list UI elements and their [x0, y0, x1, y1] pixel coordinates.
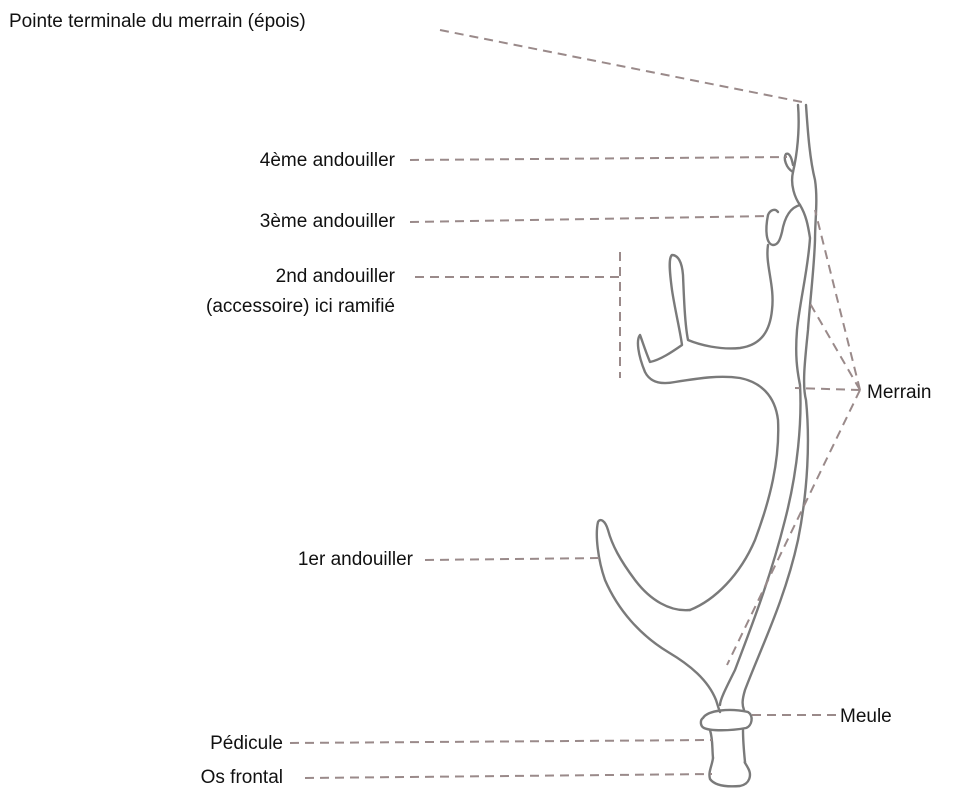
leader-merrain-1 — [815, 210, 860, 390]
leader-merrain-4 — [727, 390, 860, 665]
leader-andouiller4 — [410, 157, 787, 160]
label-pedicule: Pédicule — [120, 732, 283, 755]
antler-drawing — [597, 105, 816, 786]
label-andouiller1: 1er andouiller — [180, 548, 413, 571]
second-tine-junction — [638, 245, 778, 610]
third-tine — [766, 205, 800, 245]
leader-epois — [440, 30, 802, 102]
label-os-frontal: Os frontal — [120, 766, 283, 789]
first-tine — [597, 520, 720, 712]
pedicle — [710, 730, 745, 762]
leader-pedicule — [290, 740, 712, 743]
burr — [701, 710, 752, 730]
label-andouiller3: 3ème andouiller — [180, 210, 395, 233]
leader-andouiller3 — [410, 216, 770, 222]
leader-os-frontal — [305, 774, 712, 778]
leader-andouiller1 — [425, 558, 603, 560]
label-merrain: Merrain — [867, 381, 931, 404]
main-beam-outline — [720, 105, 810, 705]
label-andouiller4: 4ème andouiller — [180, 149, 395, 172]
label-meule: Meule — [840, 705, 892, 728]
leader-merrain-2 — [808, 300, 860, 390]
label-epois: Pointe terminale du merrain (épois) — [9, 10, 306, 33]
frontal-bone — [709, 758, 749, 786]
label-andouiller2-line1: 2nd andouiller — [140, 265, 395, 288]
label-andouiller2-line2: (accessoire) ici ramifié — [120, 295, 395, 318]
